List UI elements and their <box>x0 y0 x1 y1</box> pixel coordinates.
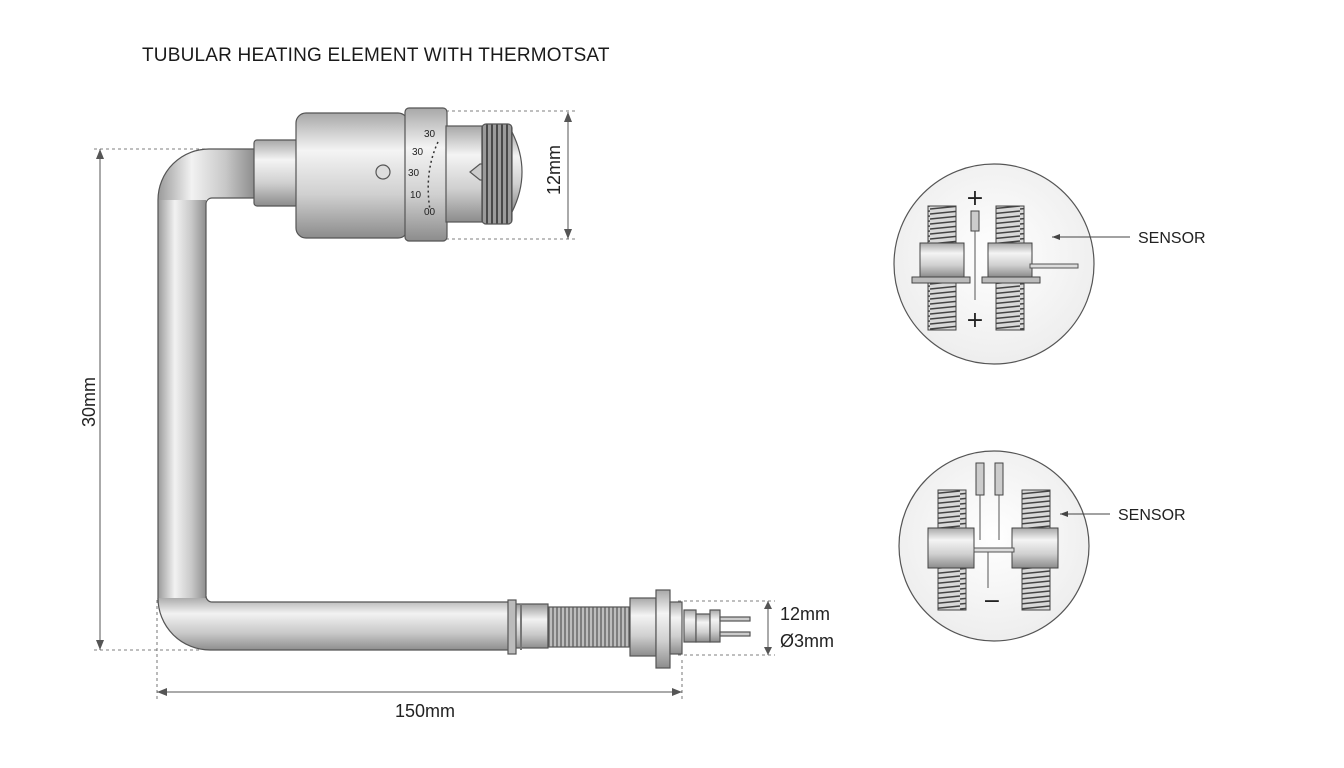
heating-tube <box>157 148 751 669</box>
detail-circle-top <box>893 163 1130 365</box>
polarity-bottom-plus: + <box>966 308 984 333</box>
sensor-label-top: SENSOR <box>1138 230 1206 247</box>
dial-mark: 30 <box>408 168 420 179</box>
dim-height-label: 30mm <box>79 377 99 427</box>
dimension-lines <box>94 110 775 700</box>
polarity-top-plus: + <box>966 186 984 211</box>
diagram-title: TUBULAR HEATING ELEMENT WITH THERMOTSAT <box>142 45 610 66</box>
dial-scale: 30 30 30 10 00 <box>408 129 436 218</box>
detail-circle-bottom <box>898 450 1110 642</box>
sensor-label-bottom: SENSOR <box>1118 507 1186 524</box>
dial-mark: 30 <box>424 129 436 140</box>
dim-terminal-label: 12mm <box>780 604 830 624</box>
dim-head-label: 12mm <box>544 145 564 195</box>
thermostat-head <box>253 107 523 242</box>
dim-terminal-diameter-label: Ø3mm <box>780 631 834 651</box>
dial-mark: 30 <box>412 147 424 158</box>
dial-mark: 10 <box>410 190 422 201</box>
dim-width-label: 150mm <box>395 701 455 721</box>
polarity-bottom-minus: − <box>983 589 1001 614</box>
dial-mark: 00 <box>424 207 436 218</box>
